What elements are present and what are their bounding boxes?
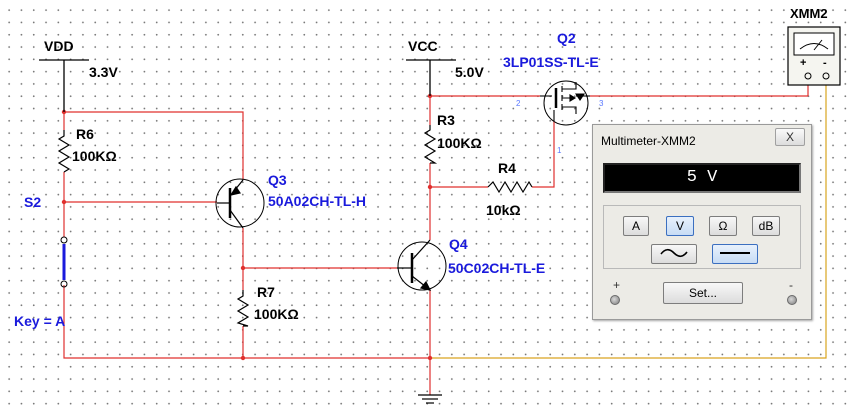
vcc-value: 5.0V <box>455 64 484 80</box>
junctions <box>61 93 433 361</box>
ac-mode-button[interactable] <box>651 244 697 264</box>
r4-value: 10kΩ <box>486 202 521 218</box>
dc-mode-button[interactable] <box>712 244 758 264</box>
dc-line-icon <box>720 252 750 254</box>
q2-pin-drain: 3 <box>599 99 604 108</box>
mode-ohmmeter-button[interactable]: Ω <box>709 216 737 236</box>
multimeter-display: 5 V <box>603 163 801 193</box>
multimeter-icon <box>787 26 841 86</box>
q3-part: 50A02CH-TL-H <box>268 193 367 209</box>
meter-wire <box>430 85 827 359</box>
r6-value: 100KΩ <box>72 148 117 164</box>
q3-name: Q3 <box>268 172 287 188</box>
vcc-label: VCC <box>408 38 438 54</box>
switch-icon <box>60 236 68 288</box>
switch-key: Key = A <box>14 313 66 329</box>
xmm2-plus: + <box>800 57 807 69</box>
r4-name: R4 <box>498 160 516 176</box>
close-button[interactable]: X <box>775 128 805 146</box>
r6-name: R6 <box>76 126 94 142</box>
mode-decibel-button[interactable]: dB <box>752 216 780 236</box>
negative-terminal-label: - <box>789 278 793 292</box>
negative-terminal[interactable] <box>787 295 797 305</box>
s2-name: S2 <box>24 194 42 210</box>
q4-part: 50C02CH-TL-E <box>448 260 546 276</box>
r7-value: 100KΩ <box>254 306 299 322</box>
positive-terminal[interactable] <box>610 295 620 305</box>
resistor-icon <box>57 125 533 327</box>
set-button[interactable]: Set... <box>663 282 743 304</box>
q2-name: Q2 <box>557 30 576 46</box>
xmm2-minus: - <box>823 57 827 69</box>
mode-voltmeter-button[interactable]: V <box>666 216 694 236</box>
pnp-transistor-icon <box>215 178 265 229</box>
q4-name: Q4 <box>449 236 468 252</box>
r7-name: R7 <box>257 284 275 300</box>
npn-transistor-icon <box>397 239 447 291</box>
r3-value: 100KΩ <box>437 135 482 151</box>
wires <box>63 85 809 395</box>
multimeter-title: Multimeter-XMM2 <box>601 134 696 148</box>
xmm2-label: XMM2 <box>790 6 828 21</box>
supply-rails <box>39 59 456 112</box>
positive-terminal-label: + <box>613 278 621 292</box>
q2-part: 3LP01SS-TL-E <box>503 54 599 70</box>
r3-name: R3 <box>437 112 455 128</box>
ground-icon <box>418 394 442 404</box>
vdd-value: 3.3V <box>89 64 118 80</box>
q2-pin-gate: 2 <box>516 99 521 108</box>
vdd-label: VDD <box>44 38 74 54</box>
q2-pin-source: 1 <box>557 146 562 155</box>
mode-group: A V Ω dB <box>603 205 801 269</box>
mosfet-icon <box>540 80 590 126</box>
multimeter-window[interactable]: Multimeter-XMM2 X 5 V A V Ω dB + - Set..… <box>592 124 812 320</box>
mode-ammeter-button[interactable]: A <box>623 216 649 236</box>
ac-wave-icon <box>660 248 688 258</box>
